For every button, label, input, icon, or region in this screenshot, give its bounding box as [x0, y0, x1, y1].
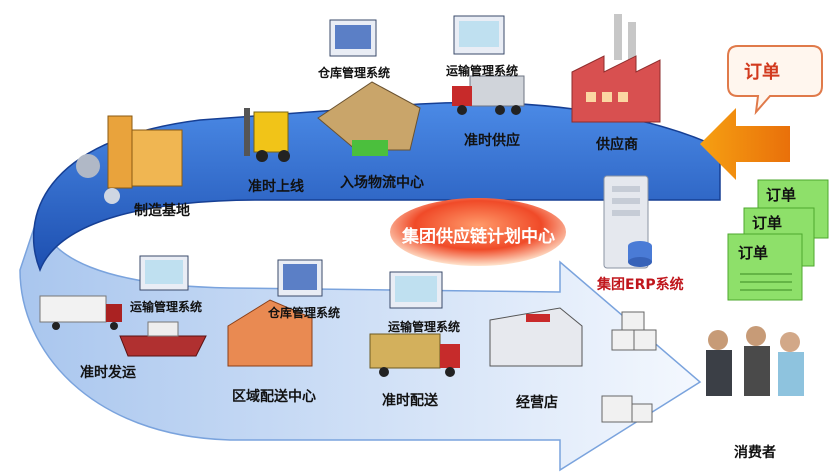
warehouse-icon — [317, 81, 421, 156]
on-time-delivery-label: 准时配送 — [382, 393, 438, 409]
order-documents — [727, 179, 829, 301]
lower-flow-band — [19, 209, 702, 472]
inbound-logistics-label: 入场物流中心 — [340, 175, 424, 191]
on-time-shipment-label: 准时发运 — [80, 365, 136, 381]
transport-system-left-label: 运输管理系统 — [130, 300, 203, 314]
delivery-truck-icon — [369, 333, 460, 377]
cargo-ship-icon — [119, 321, 207, 357]
document-label: 订单 — [752, 214, 783, 232]
order-callout — [727, 45, 823, 116]
forklift-icon — [244, 108, 290, 162]
monitor-icon — [139, 15, 505, 309]
supply-truck-icon — [452, 75, 525, 115]
shipment-truck-icon — [39, 295, 122, 330]
supplier-factory-icon — [571, 14, 661, 123]
on-time-supply-label: 准时供应 — [464, 133, 520, 149]
dealer-label: 经营店 — [516, 395, 558, 411]
supply-chain-hub — [390, 198, 566, 266]
order-callout-label: 订单 — [744, 62, 780, 83]
dealer-store-icon — [489, 307, 583, 367]
regional-distribution-label: 区域配送中心 — [232, 389, 316, 405]
consumer-label: 消费者 — [734, 445, 776, 461]
warehouse-system-label: 仓库管理系统 — [318, 66, 391, 80]
on-time-online-label: 准时上线 — [248, 179, 304, 195]
manufacturing-base-label: 制造基地 — [134, 203, 190, 219]
hub-label: 集团供应链计划中心 — [402, 227, 555, 247]
supplier-label: 供应商 — [596, 137, 638, 153]
transport-system-label: 运输管理系统 — [446, 64, 519, 78]
warehouse-system-bottom-label: 仓库管理系统 — [268, 306, 341, 320]
distribution-center-icon — [227, 299, 313, 367]
consumers-icon — [706, 326, 804, 396]
transport-system-right-label: 运输管理系统 — [388, 320, 461, 334]
boxes-icon — [601, 311, 657, 423]
order-input-arrow — [700, 108, 790, 180]
document-label: 订单 — [766, 186, 797, 204]
document-label: 订单 — [738, 244, 769, 262]
erp-server-icon — [603, 175, 652, 269]
manufacturing-plant-icon — [76, 115, 183, 204]
erp-label: 集团ERP系统 — [597, 277, 684, 293]
